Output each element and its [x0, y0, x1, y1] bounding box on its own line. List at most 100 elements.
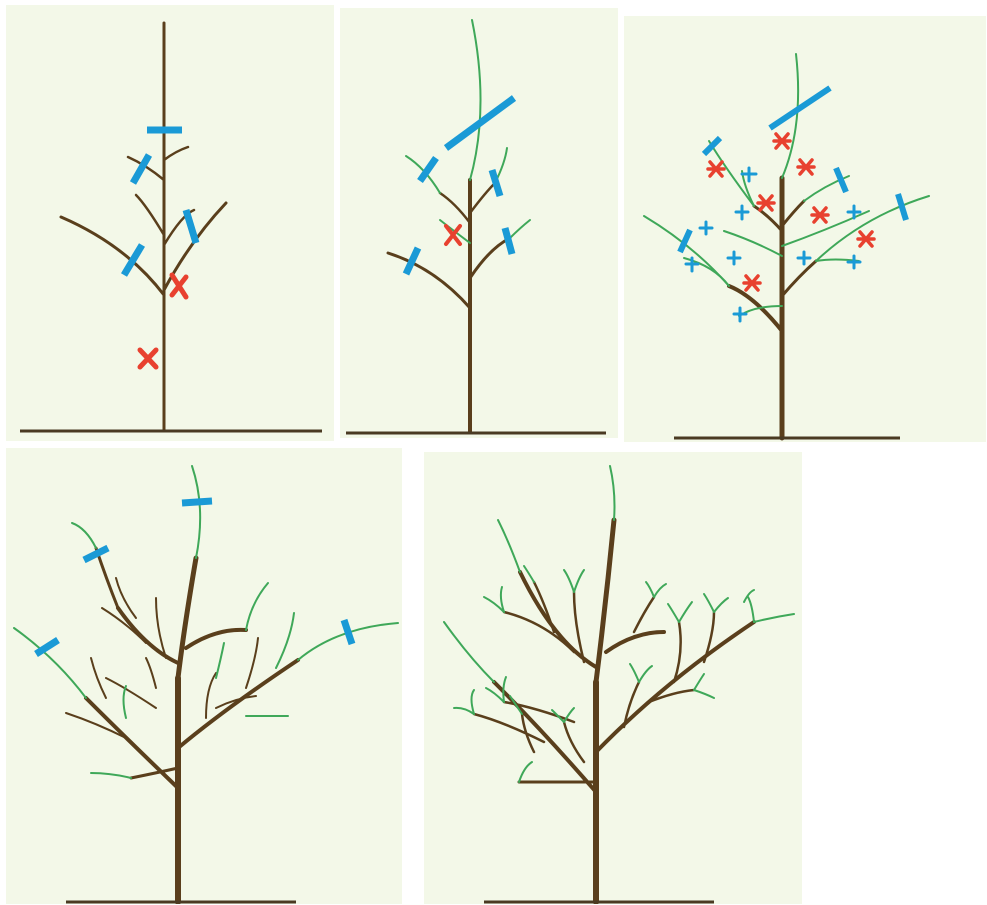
twig [562, 720, 586, 764]
twig [215, 695, 257, 709]
new-growth [485, 687, 505, 703]
new-growth [523, 565, 535, 583]
pruning-stage-1-diagram [6, 5, 334, 441]
small-blue-cut-icon [796, 250, 812, 266]
branch [780, 199, 806, 228]
red-x-remove-icon [706, 160, 726, 178]
branch [134, 193, 166, 237]
red-x-remove-icon [810, 206, 830, 224]
new-growth [563, 569, 575, 593]
blue-bar-cut-icon [501, 227, 516, 255]
blue-bar-cut-icon [82, 544, 110, 564]
small-blue-cut-icon [734, 204, 750, 221]
small-blue-cut-icon [684, 256, 700, 273]
twig [205, 672, 217, 719]
branch [184, 627, 248, 650]
twig [622, 680, 641, 729]
new-growth [499, 586, 505, 613]
blue-bar-cut-icon [181, 497, 213, 507]
panel-background [6, 448, 402, 904]
leader [593, 517, 617, 685]
remove-marks [137, 272, 189, 370]
small-blue-cut-icon [726, 250, 742, 266]
branch [176, 658, 300, 750]
twig [647, 688, 696, 704]
new-growth [509, 219, 531, 239]
new-growth [551, 709, 565, 723]
branch [518, 570, 598, 669]
twig [245, 637, 259, 689]
twig [145, 657, 157, 689]
new-growth [71, 522, 97, 549]
new-growth [215, 642, 225, 679]
branch [594, 620, 756, 754]
red-x-remove-icon [137, 347, 159, 370]
new-growth [443, 621, 495, 683]
blue-bar-cut-icon [120, 243, 146, 277]
blue-bar-cut-icon [895, 193, 909, 221]
new-growth [518, 761, 533, 783]
pruning-stage-5-diagram [424, 452, 802, 904]
new-growth [723, 230, 783, 257]
new-growth [483, 596, 505, 613]
pruning-stage-3-diagram [624, 16, 986, 442]
branch [438, 191, 472, 225]
small-blue-cut-icon [846, 204, 862, 220]
small-blue-cut-icon [698, 220, 714, 236]
blue-bar-cut-icon [768, 85, 832, 131]
panel-background [624, 16, 986, 442]
new-growth [609, 465, 616, 521]
pruning-stage-1-panel [6, 5, 334, 441]
branch [116, 606, 180, 665]
new-growth [747, 596, 755, 623]
blue-bar-cut-icon [833, 166, 849, 194]
red-x-remove-icon [444, 224, 462, 246]
twig [115, 577, 137, 619]
small-cut-marks [684, 166, 862, 323]
new-growth [439, 219, 471, 244]
twig [472, 712, 546, 744]
twig [105, 677, 157, 709]
new-growth [573, 569, 585, 593]
new-growth [781, 210, 870, 247]
twig [90, 657, 107, 699]
branch [604, 630, 666, 654]
new-growth [509, 695, 523, 715]
new-growth [470, 689, 475, 715]
leader [175, 555, 199, 681]
cut-marks [34, 497, 356, 657]
remove-marks [706, 132, 876, 292]
branch [780, 259, 818, 298]
new-growth [667, 603, 680, 623]
red-x-remove-icon [796, 158, 816, 176]
twig [101, 607, 147, 644]
remove-marks [444, 224, 462, 246]
new-growth [753, 613, 795, 623]
new-growth [191, 465, 202, 559]
twig [532, 580, 556, 634]
new-growth [297, 622, 399, 661]
new-growth [469, 19, 482, 181]
red-x-remove-icon [169, 272, 189, 300]
twig [155, 597, 167, 659]
new-growth [638, 665, 653, 683]
new-growth [743, 589, 755, 603]
branch [129, 766, 180, 780]
branch [59, 215, 166, 297]
twig [632, 595, 656, 634]
blue-bar-cut-icon [34, 637, 60, 657]
new-growth [497, 519, 521, 573]
branch [84, 696, 180, 790]
new-growth [122, 685, 127, 719]
branch [752, 204, 784, 233]
new-growth [781, 53, 800, 179]
branch [386, 251, 472, 310]
new-growth [502, 676, 507, 703]
blue-bar-cut-icon [443, 95, 517, 151]
new-growth [815, 195, 930, 262]
tree-stage-5-new-growth [443, 465, 795, 783]
pruning-stage-5-panel [424, 452, 802, 904]
twig [572, 590, 586, 664]
red-x-remove-icon [856, 230, 876, 248]
blue-bar-cut-icon [340, 618, 356, 646]
